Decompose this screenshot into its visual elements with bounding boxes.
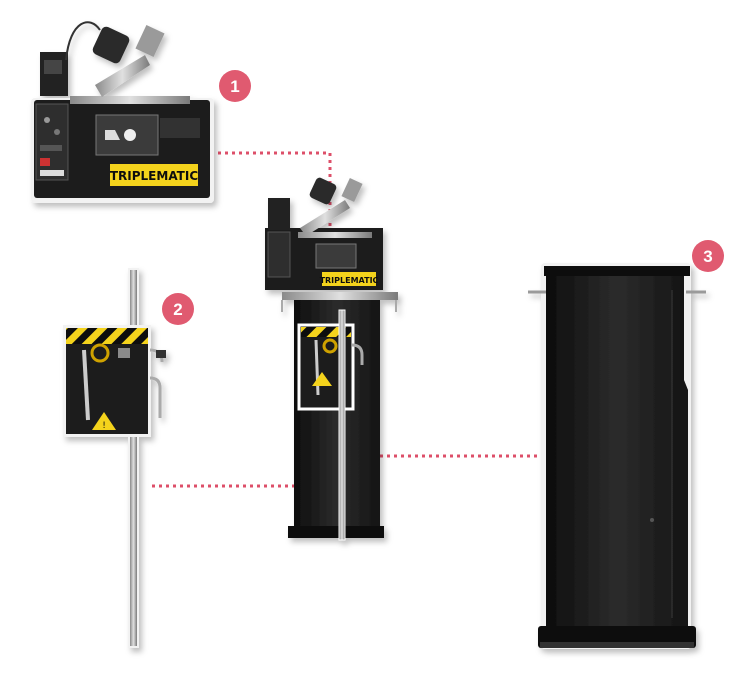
badge-1-number: 1 — [230, 77, 239, 96]
logo-text-large: TRIPLEMATIC — [110, 169, 198, 183]
badge-2-circle — [162, 293, 194, 325]
badge-3: 3 — [692, 240, 724, 272]
assembled-machine: TRIPLEMATIC — [265, 177, 398, 541]
machine-head-1: TRIPLEMATIC — [31, 21, 214, 203]
badge-2: 2 — [162, 293, 194, 325]
column-assembly-2: ! — [63, 268, 166, 648]
logo-text-small: TRIPLEMATIC — [320, 276, 379, 285]
badge-2-number: 2 — [173, 300, 182, 319]
badge-1-circle — [219, 70, 251, 102]
cabinet-3 — [528, 263, 706, 649]
badge-3-number: 3 — [703, 247, 712, 266]
badge-1: 1 — [219, 70, 251, 102]
badge-3-circle — [692, 240, 724, 272]
warning-glyph: ! — [102, 421, 106, 431]
